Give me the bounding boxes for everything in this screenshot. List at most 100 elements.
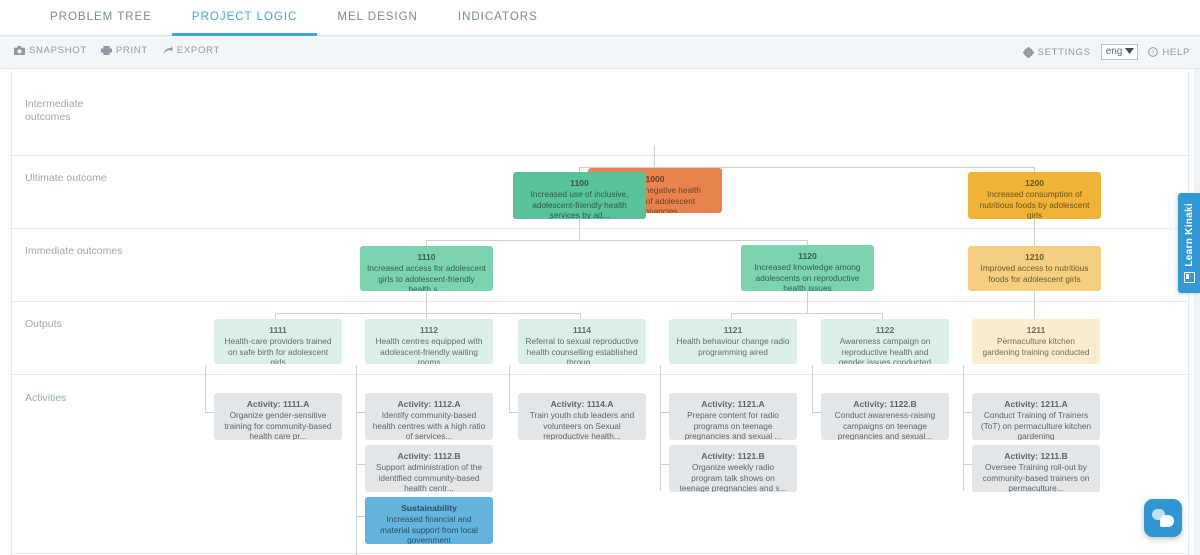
row-divider-1 [11,155,1188,156]
link-1112-trunk-v [356,365,357,555]
node-1112[interactable]: 1112 Health centres equipped with adoles… [365,319,493,364]
activity-1111A-code: Activity: 1111.A [221,399,335,410]
node-activity-1121B[interactable]: Activity: 1121.B Organize weekly radio p… [669,445,797,492]
settings-button[interactable]: SETTINGS [1023,47,1091,58]
node-1121[interactable]: 1121 Health behaviour change radio progr… [669,319,797,364]
activity-1114A-code: Activity: 1114.A [525,399,639,410]
node-1110-text: Increased access for adolescent girls to… [367,263,486,291]
node-1112-code: 1112 [372,325,486,336]
node-1120-code: 1120 [748,251,867,262]
chevron-down-icon [1125,46,1134,57]
node-1121-code: 1121 [676,325,790,336]
node-activity-1211B[interactable]: Activity: 1211.B Oversee Training roll-o… [972,445,1100,492]
toolbar-left-group: SNAPSHOT PRINT EXPORT [14,45,220,56]
tab-mel-design[interactable]: MEL DESIGN [317,11,438,36]
node-1211-text: Permaculture kitchen gardening training … [979,336,1093,357]
row-divider-5 [11,553,1188,554]
node-activity-1121A[interactable]: Activity: 1121.A Prepare content for rad… [669,393,797,440]
node-activity-1122B[interactable]: Activity: 1122.B Conduct awareness-raisi… [821,393,949,440]
link-1114-trunk-v [509,365,510,412]
export-button[interactable]: EXPORT [162,45,220,56]
node-activity-1114A[interactable]: Activity: 1114.A Train youth club leader… [518,393,646,440]
learn-kinaki-tab[interactable]: Learn Kinaki [1178,193,1200,293]
node-1121-text: Health behaviour change radio programmin… [676,336,790,357]
snapshot-button[interactable]: SNAPSHOT [14,45,87,56]
tab-indicators[interactable]: INDICATORS [438,11,558,36]
node-1210-code: 1210 [975,252,1094,263]
activity-1121B-text: Organize weekly radio program talk shows… [676,462,790,492]
language-select[interactable]: eng [1101,44,1139,60]
activity-1111A-text: Organize gender-sensitive training for c… [221,410,335,440]
tab-problem-tree[interactable]: PROBLEM TREE [30,11,172,36]
settings-label: SETTINGS [1038,47,1091,58]
toolbar-right-group: SETTINGS eng ? HELP [1023,44,1190,60]
node-1200[interactable]: 1200 Increased consumption of nutritious… [968,172,1101,219]
canvas-right-rail [1188,69,1189,555]
activity-1121B-code: Activity: 1121.B [676,451,790,462]
activity-1112B-text: Support administration of the identified… [372,462,486,492]
link-row4-bus-a [275,313,580,314]
node-1114[interactable]: 1114 Referral to sexual reproductive hea… [518,319,646,364]
node-1210-text: Improved access to nutritious foods for … [975,263,1094,284]
link-row4-bus-b [731,313,883,314]
link-1111-trunk-h [205,412,214,413]
activity-1211B-code: Activity: 1211.B [979,451,1093,462]
activity-1122B-text: Conduct awareness-raising campaigns on t… [828,410,942,440]
node-1100[interactable]: 1100 Increased use of inclusive, adolesc… [513,172,646,219]
print-label: PRINT [116,45,148,56]
tab-project-logic[interactable]: PROJECT LOGIC [172,11,317,36]
link-1120-down [807,291,808,313]
node-1114-code: 1114 [525,325,639,336]
node-activity-1211A[interactable]: Activity: 1211.A Conduct Training of Tra… [972,393,1100,440]
node-1122[interactable]: 1122 Awareness campaign on reproductive … [821,319,949,364]
canvas-left-rail [11,69,12,555]
node-activity-1112A[interactable]: Activity: 1112.A Identify community-base… [365,393,493,440]
activity-1114A-text: Train youth club leaders and volunteers … [525,410,639,440]
row-label-outputs: Outputs [25,318,145,331]
node-1211[interactable]: 1211 Permaculture kitchen gardening trai… [972,319,1100,364]
main-tab-bar: PROBLEM TREE PROJECT LOGIC MEL DESIGN IN… [0,0,1200,36]
link-1211B-stub [963,464,972,465]
canvas-scrollbar[interactable] [1194,69,1200,555]
node-1111[interactable]: 1111 Health-care providers trained on sa… [214,319,342,364]
project-logic-canvas[interactable]: Intermediate outcomes Ultimate outcome I… [0,69,1200,555]
sustainability-text: Increased financial and material support… [372,514,486,544]
node-1120[interactable]: 1120 Increased knowledge among adolescen… [741,245,874,291]
node-1111-text: Health-care providers trained on safe bi… [221,336,335,364]
node-1100-text: Increased use of inclusive, adolescent-f… [520,189,639,219]
activity-1112A-code: Activity: 1112.A [372,399,486,410]
row-divider-3 [11,301,1188,302]
node-1211-code: 1211 [979,325,1093,336]
node-activity-1111A[interactable]: Activity: 1111.A Organize gender-sensiti… [214,393,342,440]
sustainability-code: Sustainability [372,503,486,514]
chat-bubble-front-icon [1160,515,1174,527]
node-1114-text: Referral to sexual reproductive health c… [525,336,639,364]
node-1122-text: Awareness campaign on reproductive healt… [828,336,942,364]
node-activity-1112B[interactable]: Activity: 1112.B Support administration … [365,445,493,492]
row-label-intermediate-outcomes: Intermediate outcomes [25,98,95,124]
link-1122-trunk-v [812,365,813,412]
chat-support-button[interactable] [1144,499,1182,537]
node-sustainability[interactable]: Sustainability Increased financial and m… [365,497,493,544]
row-divider-2 [11,228,1188,229]
node-1200-code: 1200 [975,178,1094,189]
print-button[interactable]: PRINT [101,45,148,56]
link-1112A-stub [356,412,365,413]
node-1111-code: 1111 [221,325,335,336]
node-1110[interactable]: 1110 Increased access for adolescent gir… [360,246,493,291]
row-divider-4 [11,374,1188,375]
activity-1211A-code: Activity: 1211.A [979,399,1093,410]
export-label: EXPORT [177,45,220,56]
help-button[interactable]: ? HELP [1148,47,1190,58]
link-1000-down [654,145,655,167]
link-1114A-stub [509,412,518,413]
link-row3-bus [426,240,807,241]
link-1211-trunk-v [963,365,964,491]
gear-icon [1023,47,1034,58]
activity-1211A-text: Conduct Training of Trainers (ToT) on pe… [979,410,1093,440]
node-1200-text: Increased consumption of nutritious food… [975,189,1094,219]
link-1122B-stub [812,412,821,413]
node-1210[interactable]: 1210 Improved access to nutritious foods… [968,246,1101,291]
activity-1211B-text: Oversee Training roll-out by community-b… [979,462,1093,492]
